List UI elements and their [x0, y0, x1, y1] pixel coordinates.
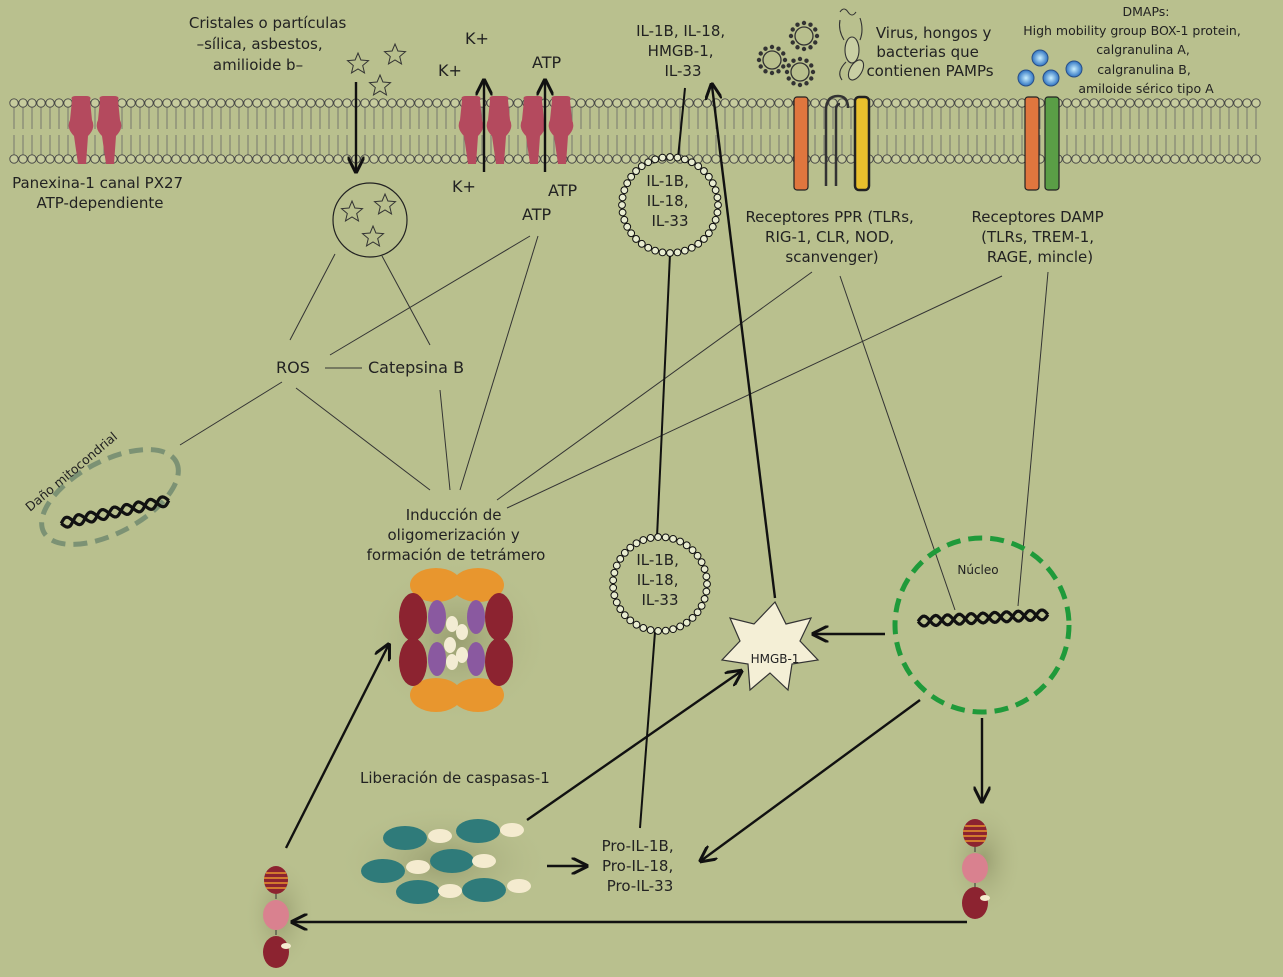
- vesicle-bottom: [609, 533, 711, 635]
- star-particle-icon: [383, 42, 407, 65]
- dmap-molecule-icon: [1017, 49, 1083, 87]
- arrows: [284, 82, 982, 922]
- vesicle-top-label: IL-1B, IL-18, IL-33: [646, 172, 693, 230]
- nucleus: [892, 535, 1072, 715]
- panexina-channel-icon: [68, 96, 122, 164]
- mitochondria: [39, 447, 181, 547]
- catepsina-label: Catepsina B: [368, 358, 464, 377]
- hmgb1-label: HMGB-1: [751, 652, 800, 666]
- k-plus-top-1: K+: [465, 29, 489, 48]
- vesicle-bottom-label: IL-1B, IL-18, IL-33: [636, 551, 683, 609]
- released-interleukins-label: IL-1B, IL-18, HMGB-1, IL-33: [636, 22, 730, 80]
- secretion-lines: [639, 87, 686, 829]
- inflammasome-icon: [399, 568, 513, 712]
- virus-icon: [756, 20, 820, 88]
- star-particle-icon: [368, 73, 392, 96]
- caspasas-label: Liberación de caspasas-1: [360, 769, 550, 787]
- pro-caspase-icon-left: [263, 866, 291, 968]
- induccion-label: Inducción de oligomerización y formación…: [367, 506, 546, 564]
- atp-channel-icon: [520, 96, 574, 164]
- pro-caspase-icon-right: [962, 819, 990, 919]
- pathogens-label: Virus, hongos y bacterias que contienen …: [866, 24, 996, 80]
- cell-membrane: [9, 98, 1261, 164]
- dna-helix-icon: [59, 495, 171, 529]
- bacteria-icon: [838, 8, 865, 81]
- potassium-channel-icon: [458, 96, 512, 164]
- star-particle-icon: [340, 199, 364, 222]
- damp-receptors-label: Receptores DAMP (TLRs, TREM-1, RAGE, min…: [972, 208, 1109, 266]
- atp-bottom-label-2: ATP: [522, 205, 551, 224]
- nucleo-label: Núcleo: [957, 563, 998, 577]
- star-particle-icon: [361, 224, 385, 247]
- star-particle-icon: [346, 51, 370, 74]
- panexina-label: Panexina-1 canal PX27 ATP-dependiente: [12, 174, 188, 212]
- connector-lines: [179, 235, 1049, 611]
- cristales-label: Cristales o partículas –sílica, asbestos…: [189, 14, 351, 74]
- ros-label: ROS: [276, 358, 310, 377]
- vesicle-top: [618, 153, 722, 257]
- k-plus-top-2: K+: [438, 61, 462, 80]
- atp-bottom-label-1: ATP: [548, 181, 577, 200]
- caspase-cluster-icon: [361, 819, 531, 904]
- pro-interleukins-label: Pro-IL-1B, Pro-IL-18, Pro-IL-33: [602, 837, 679, 895]
- damp-receptor-icon: [1024, 96, 1060, 191]
- mito-damage-label: Daño mitocondrial: [22, 429, 120, 515]
- ppr-receptor-icon: [793, 94, 871, 192]
- dna-helix-icon: [916, 608, 1050, 628]
- atp-top-label: ATP: [532, 53, 561, 72]
- ppr-receptors-label: Receptores PPR (TLRs, RIG-1, CLR, NOD, s…: [745, 208, 918, 266]
- dmaps-label: DMAPs: High mobility group BOX-1 protein…: [1023, 4, 1245, 96]
- hmgb1-star-icon: [720, 600, 820, 692]
- star-particle-icon: [373, 192, 397, 215]
- phagosome: [332, 182, 408, 258]
- k-plus-bottom: K+: [452, 177, 476, 196]
